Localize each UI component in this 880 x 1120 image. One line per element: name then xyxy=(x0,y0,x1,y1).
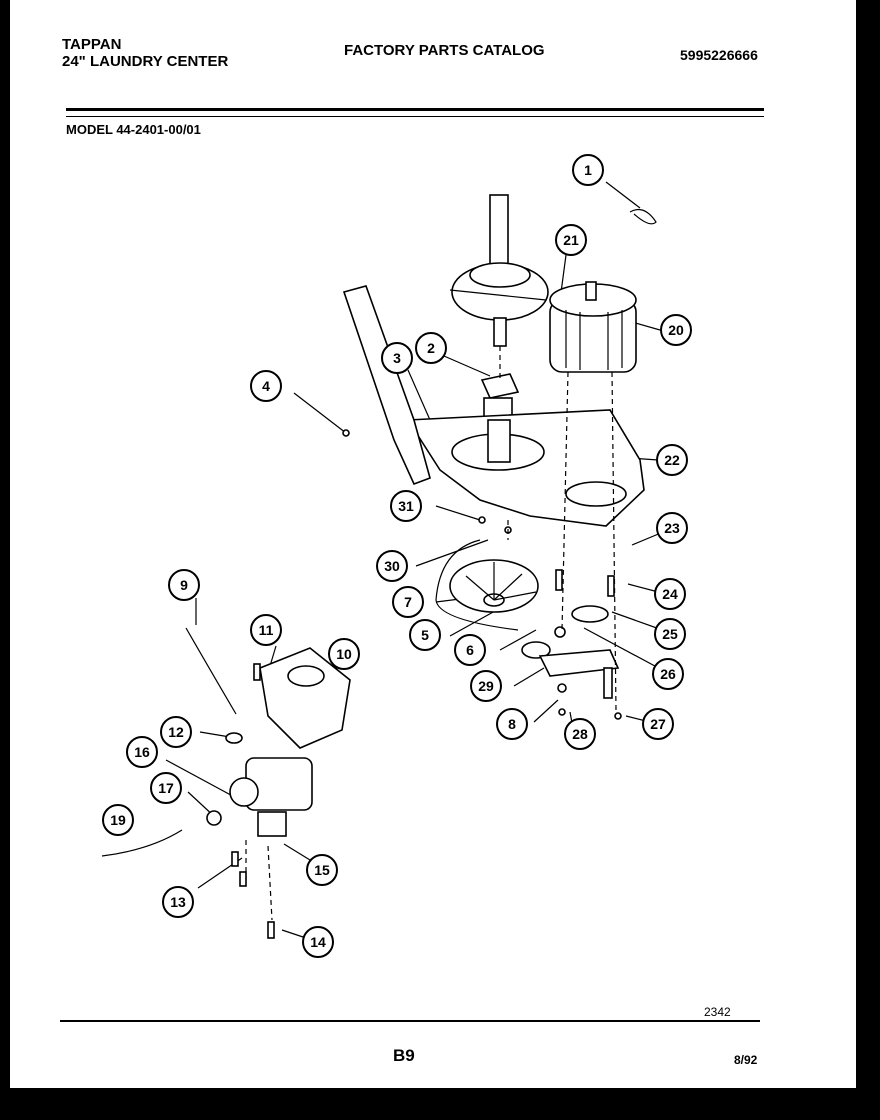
product-name: 24" LAUNDRY CENTER xyxy=(62,53,229,70)
svg-text:17: 17 xyxy=(158,780,174,796)
drawing-code: 2342 xyxy=(704,1005,731,1019)
svg-text:8: 8 xyxy=(508,716,516,732)
svg-text:4: 4 xyxy=(262,378,270,394)
callout-24: 24 xyxy=(654,578,686,610)
svg-text:23: 23 xyxy=(664,520,680,536)
brand-name: TAPPAN xyxy=(62,36,122,53)
callout-6: 6 xyxy=(454,634,486,666)
callout-27: 27 xyxy=(642,708,674,740)
header-rule xyxy=(66,108,764,111)
callout-10: 10 xyxy=(328,638,360,670)
catalog-sheet: TAPPAN 24" LAUNDRY CENTER FACTORY PARTS … xyxy=(10,0,856,1088)
svg-text:6: 6 xyxy=(466,642,474,658)
svg-text:26: 26 xyxy=(660,666,676,682)
callout-8: 8 xyxy=(496,708,528,740)
callout-17: 17 xyxy=(150,772,182,804)
callout-26: 26 xyxy=(652,658,684,690)
exploded-parts-diagram: 1 2 3 4 5 6 7 8 9 10 11 12 13 14 15 16 1… xyxy=(101,154,692,958)
svg-text:20: 20 xyxy=(668,322,684,338)
svg-text:14: 14 xyxy=(310,934,326,950)
svg-text:9: 9 xyxy=(180,577,188,593)
svg-text:7: 7 xyxy=(404,594,412,610)
svg-text:15: 15 xyxy=(314,862,330,878)
svg-text:1: 1 xyxy=(584,162,592,178)
callout-9: 9 xyxy=(168,569,200,601)
callout-29: 29 xyxy=(470,670,502,702)
callout-20: 20 xyxy=(660,314,692,346)
hardware-drawing xyxy=(342,429,622,720)
svg-text:29: 29 xyxy=(478,678,494,694)
revision-date: 8/92 xyxy=(734,1053,758,1067)
inlet-hose-drawing xyxy=(101,829,183,857)
svg-text:28: 28 xyxy=(572,726,588,742)
svg-text:25: 25 xyxy=(662,626,678,642)
plate-motor-hole xyxy=(565,481,627,507)
callout-16: 16 xyxy=(126,736,158,768)
svg-text:19: 19 xyxy=(110,812,126,828)
callout-3: 3 xyxy=(381,342,413,374)
bracket-drawing xyxy=(342,285,431,486)
callout-25: 25 xyxy=(654,618,686,650)
pump-drawing xyxy=(259,647,351,749)
leader-lines xyxy=(165,181,669,941)
callout-13: 13 xyxy=(162,886,194,918)
svg-text:13: 13 xyxy=(170,894,186,910)
model-number: MODEL 44-2401-00/01 xyxy=(66,122,201,137)
svg-text:11: 11 xyxy=(259,622,274,638)
brand-block: TAPPAN 24" LAUNDRY CENTER xyxy=(62,36,228,70)
callout-14: 14 xyxy=(302,926,334,958)
callout-22: 22 xyxy=(656,444,688,476)
svg-text:24: 24 xyxy=(662,586,678,602)
screws-drawing xyxy=(225,663,275,939)
motor-drawing xyxy=(549,281,637,373)
svg-text:16: 16 xyxy=(134,744,150,760)
callout-1: 1 xyxy=(572,154,604,186)
svg-text:3: 3 xyxy=(393,350,401,366)
catalog-part-number: 5995226666 xyxy=(680,47,758,63)
page-label: B9 xyxy=(393,1046,415,1065)
callout-15: 15 xyxy=(306,854,338,886)
drive-arm-drawing xyxy=(521,605,620,699)
pulley-drawing xyxy=(435,539,539,631)
callout-2: 2 xyxy=(415,332,447,364)
svg-text:2: 2 xyxy=(427,340,435,356)
pump-inlet xyxy=(287,665,325,687)
svg-text:22: 22 xyxy=(664,452,680,468)
transmission-drawing xyxy=(449,194,549,347)
callout-23: 23 xyxy=(656,512,688,544)
header-rule-thin xyxy=(66,116,764,117)
callout-11: 11 xyxy=(250,614,282,646)
callout-31: 31 xyxy=(390,490,422,522)
water-valve-drawing xyxy=(206,757,313,837)
callout-4: 4 xyxy=(250,370,282,402)
svg-text:30: 30 xyxy=(384,558,400,574)
svg-text:10: 10 xyxy=(336,646,352,662)
callout-28: 28 xyxy=(564,718,596,750)
callout-30: 30 xyxy=(376,550,408,582)
callout-19: 19 xyxy=(102,804,134,836)
catalog-title: FACTORY PARTS CATALOG xyxy=(344,42,545,59)
callout-21: 21 xyxy=(555,224,587,256)
svg-text:5: 5 xyxy=(421,627,429,643)
callout-12: 12 xyxy=(160,716,192,748)
svg-text:31: 31 xyxy=(398,498,414,514)
svg-text:12: 12 xyxy=(168,724,184,740)
shaft-tube xyxy=(487,419,511,463)
svg-text:27: 27 xyxy=(650,716,666,732)
svg-text:21: 21 xyxy=(563,232,579,248)
footer-rule xyxy=(60,1020,760,1022)
callout-7: 7 xyxy=(392,586,424,618)
callout-5: 5 xyxy=(409,619,441,651)
clip-part-drawing xyxy=(629,209,657,225)
hose-drawing xyxy=(185,627,237,715)
assembly-guides xyxy=(245,346,617,921)
